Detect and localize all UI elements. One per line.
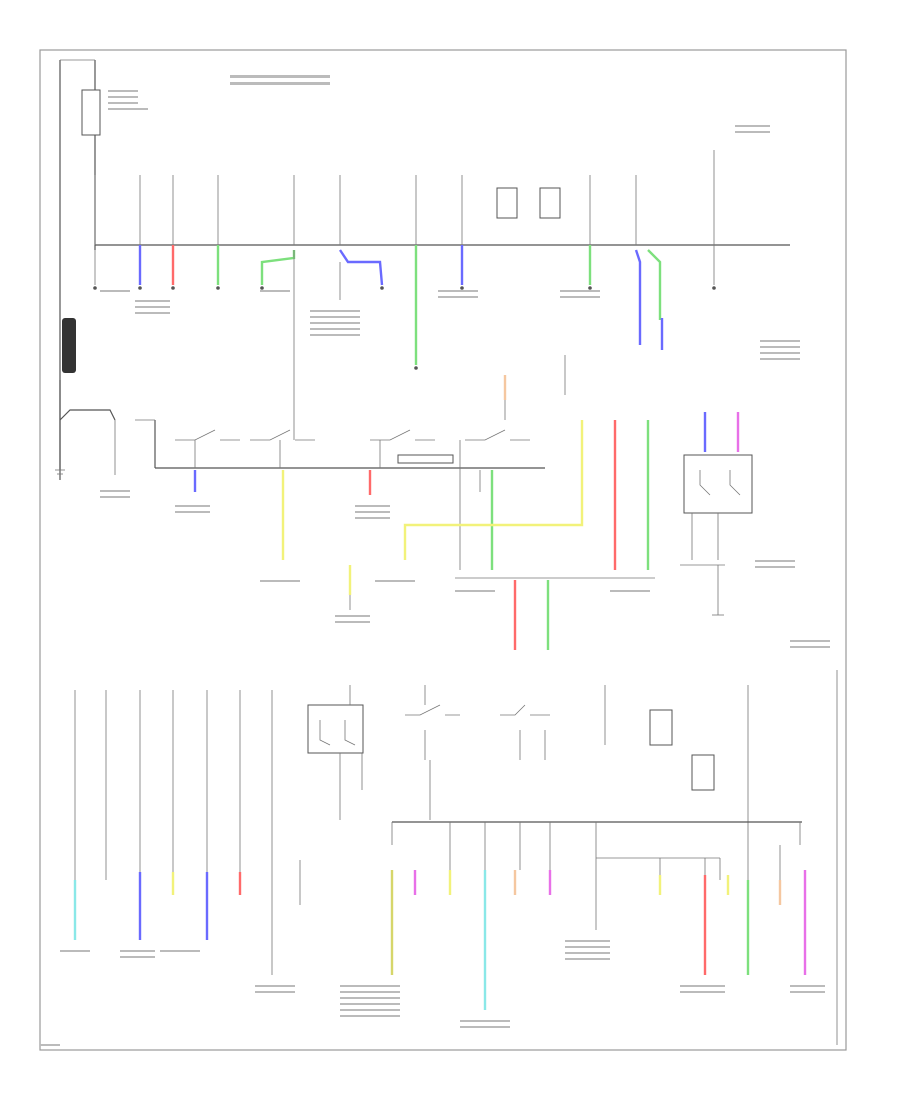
right-relay-box [683, 454, 753, 514]
top-fuse-block [59, 59, 790, 480]
bottom-fuse-block [74, 670, 838, 1045]
top-fuses [94, 150, 715, 245]
relay-coil [397, 454, 454, 464]
battery-fusible-link [55, 318, 116, 475]
relay-box-1 [496, 187, 518, 219]
diagram-frame [39, 49, 847, 1051]
label-marks [40, 75, 830, 1046]
center-relay-1 [307, 704, 364, 754]
bottom-colored-wires [73, 870, 807, 1010]
middle-relay-section [135, 355, 655, 650]
fusible-link [62, 318, 76, 373]
relay-box-2 [539, 187, 561, 219]
main-fuse-box [81, 89, 101, 136]
center-relay-box-3 [691, 754, 715, 791]
center-relay-box-2 [649, 709, 673, 746]
right-relay-group [680, 412, 753, 616]
